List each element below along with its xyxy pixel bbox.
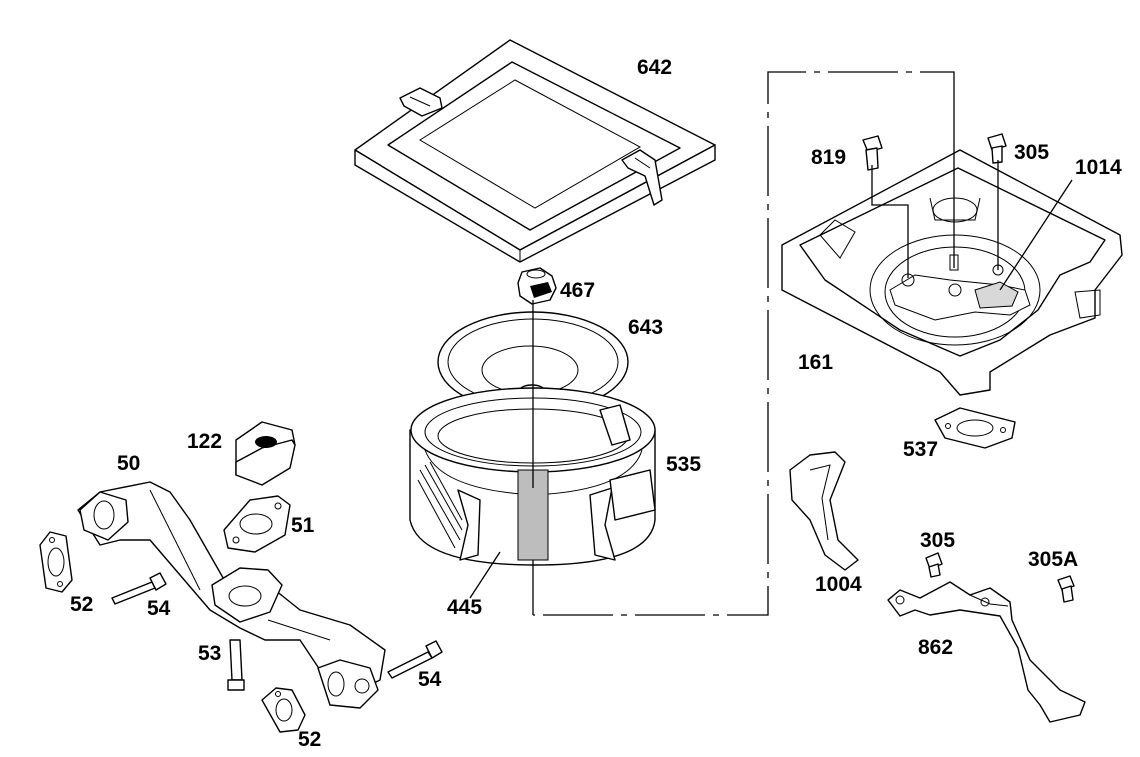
label-52-left: 52	[70, 593, 93, 616]
label-54-lower: 54	[418, 668, 442, 691]
label-305-bracket: 305	[920, 529, 955, 552]
label-819: 819	[811, 146, 846, 169]
label-862: 862	[918, 636, 953, 659]
part-52-gasket-left	[39, 531, 73, 593]
label-52-bottom: 52	[298, 728, 321, 751]
part-54-bolt-lower	[387, 640, 443, 679]
label-122: 122	[187, 430, 222, 453]
label-1014: 1014	[1075, 156, 1122, 179]
label-50: 50	[117, 452, 140, 475]
label-537: 537	[903, 438, 938, 461]
part-537-gasket	[934, 407, 1016, 449]
label-535: 535	[666, 453, 701, 476]
part-819-bolt	[862, 135, 883, 171]
part-305A-bolt	[1057, 575, 1075, 603]
label-642: 642	[637, 56, 672, 79]
part-642-cover	[354, 39, 716, 263]
label-51: 51	[291, 514, 315, 537]
label-643: 643	[628, 316, 663, 339]
label-54-upper: 54	[147, 597, 171, 620]
part-305-bolt-top	[987, 133, 1007, 164]
label-445: 445	[447, 596, 482, 619]
leader-lines	[469, 108, 1073, 599]
part-labels: 642 467 643 535 445 122 50 51 52 54 53 5…	[70, 56, 1122, 751]
part-52-gasket-bottom	[261, 687, 306, 733]
part-50-elbow	[77, 481, 386, 709]
part-161-base	[781, 149, 1123, 396]
part-305-bolt-bracket	[925, 552, 943, 578]
part-122-spacer	[235, 421, 296, 486]
label-305-top: 305	[1014, 141, 1049, 164]
part-54-bolt-upper	[111, 572, 167, 605]
part-445-535-filter	[409, 300, 656, 615]
label-1004: 1004	[815, 573, 862, 596]
label-161: 161	[798, 351, 833, 374]
routing-lines	[533, 71, 955, 616]
label-53: 53	[198, 642, 221, 665]
part-51-gasket	[223, 495, 291, 553]
part-1004-deflector	[789, 451, 859, 571]
label-467: 467	[560, 279, 595, 302]
part-53-bolt	[227, 639, 245, 691]
part-467-knob	[517, 267, 557, 305]
label-305A: 305A	[1028, 548, 1078, 571]
part-862-bracket	[887, 581, 1086, 723]
